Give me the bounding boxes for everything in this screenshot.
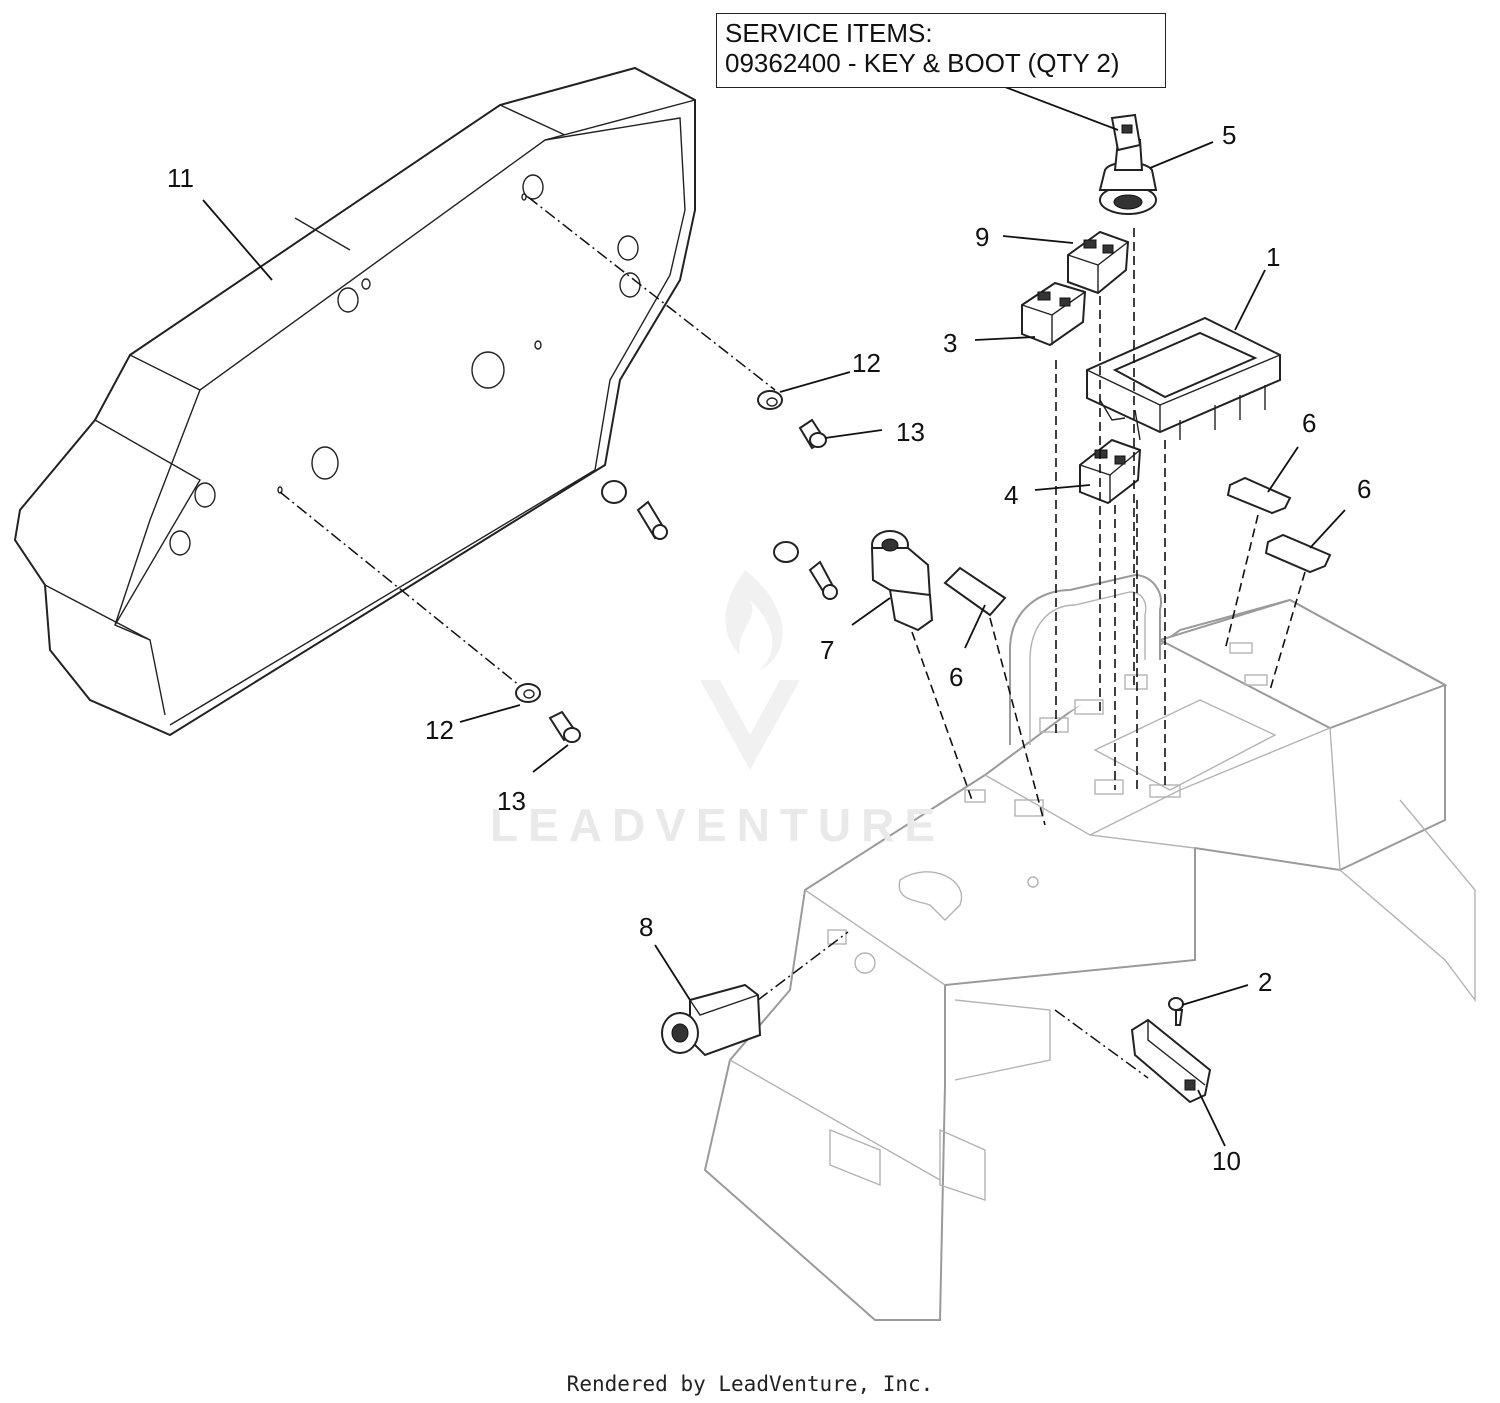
leadventure-watermark-logo	[700, 570, 800, 770]
flange-nut-12-lower	[515, 683, 541, 703]
plug-6-right-lower	[1264, 533, 1332, 574]
callout-7: 7	[820, 635, 835, 665]
screw-13-upper	[798, 418, 827, 450]
console-frame	[703, 573, 1476, 1321]
callout-13-upper: 13	[896, 417, 925, 447]
callout-5: 5	[1222, 120, 1237, 150]
flange-nut-12-upper	[757, 390, 783, 410]
alignment-line-part10	[1054, 1009, 1149, 1079]
display-module-1	[1086, 316, 1281, 441]
plug-6-right-upper	[1226, 476, 1292, 515]
callout-11: 11	[167, 163, 194, 193]
placement-lines	[911, 228, 1306, 826]
footer-credit: Rendered by LeadVenture, Inc.	[566, 1372, 934, 1396]
rocker-switch-9	[1067, 230, 1130, 295]
callout-6-left: 6	[949, 662, 964, 692]
callout-2: 2	[1258, 967, 1273, 997]
plug-6-left	[943, 566, 1007, 617]
service-items-box: SERVICE ITEMS: 09362400 - KEY & BOOT (QT…	[716, 13, 1166, 88]
callout-8: 8	[639, 912, 654, 942]
screw-left-extra	[636, 500, 668, 540]
callout-6-upper: 6	[1302, 408, 1317, 438]
callout-12-lower: 12	[425, 715, 454, 745]
callout-13-lower: 13	[497, 786, 526, 816]
service-box-leader	[1004, 86, 1119, 131]
switch-10	[1130, 1018, 1212, 1104]
screw-right-extra	[808, 560, 838, 600]
service-items-title: SERVICE ITEMS:	[725, 18, 933, 48]
round-switch-7	[870, 530, 934, 632]
callout-3: 3	[943, 328, 958, 358]
callout-1: 1	[1266, 242, 1281, 272]
screw-2	[1168, 997, 1184, 1026]
watermark-text: LEADVENTURE	[490, 799, 946, 851]
callout-9: 9	[975, 222, 990, 252]
round-switch-8	[661, 983, 762, 1057]
alignment-line-part8	[757, 931, 849, 1001]
flange-nut-right-extra	[773, 541, 799, 563]
key-switch-5	[1098, 113, 1158, 215]
rocker-switch-3	[1021, 281, 1087, 347]
dash-cover-panel-11	[13, 66, 696, 737]
alignment-line-lower	[279, 491, 526, 691]
callout-10: 10	[1212, 1146, 1241, 1176]
callout-4: 4	[1004, 480, 1019, 510]
service-items-detail: 09362400 - KEY & BOOT (QTY 2)	[725, 48, 1120, 78]
callout-6-lower: 6	[1357, 474, 1372, 504]
alignment-line-upper	[527, 196, 776, 391]
callout-12-upper: 12	[852, 348, 881, 378]
callout-leaders	[202, 141, 1346, 1147]
screw-13-lower	[548, 710, 581, 743]
flange-nut-left-extra	[601, 480, 627, 504]
rocker-switch-4	[1079, 438, 1142, 505]
